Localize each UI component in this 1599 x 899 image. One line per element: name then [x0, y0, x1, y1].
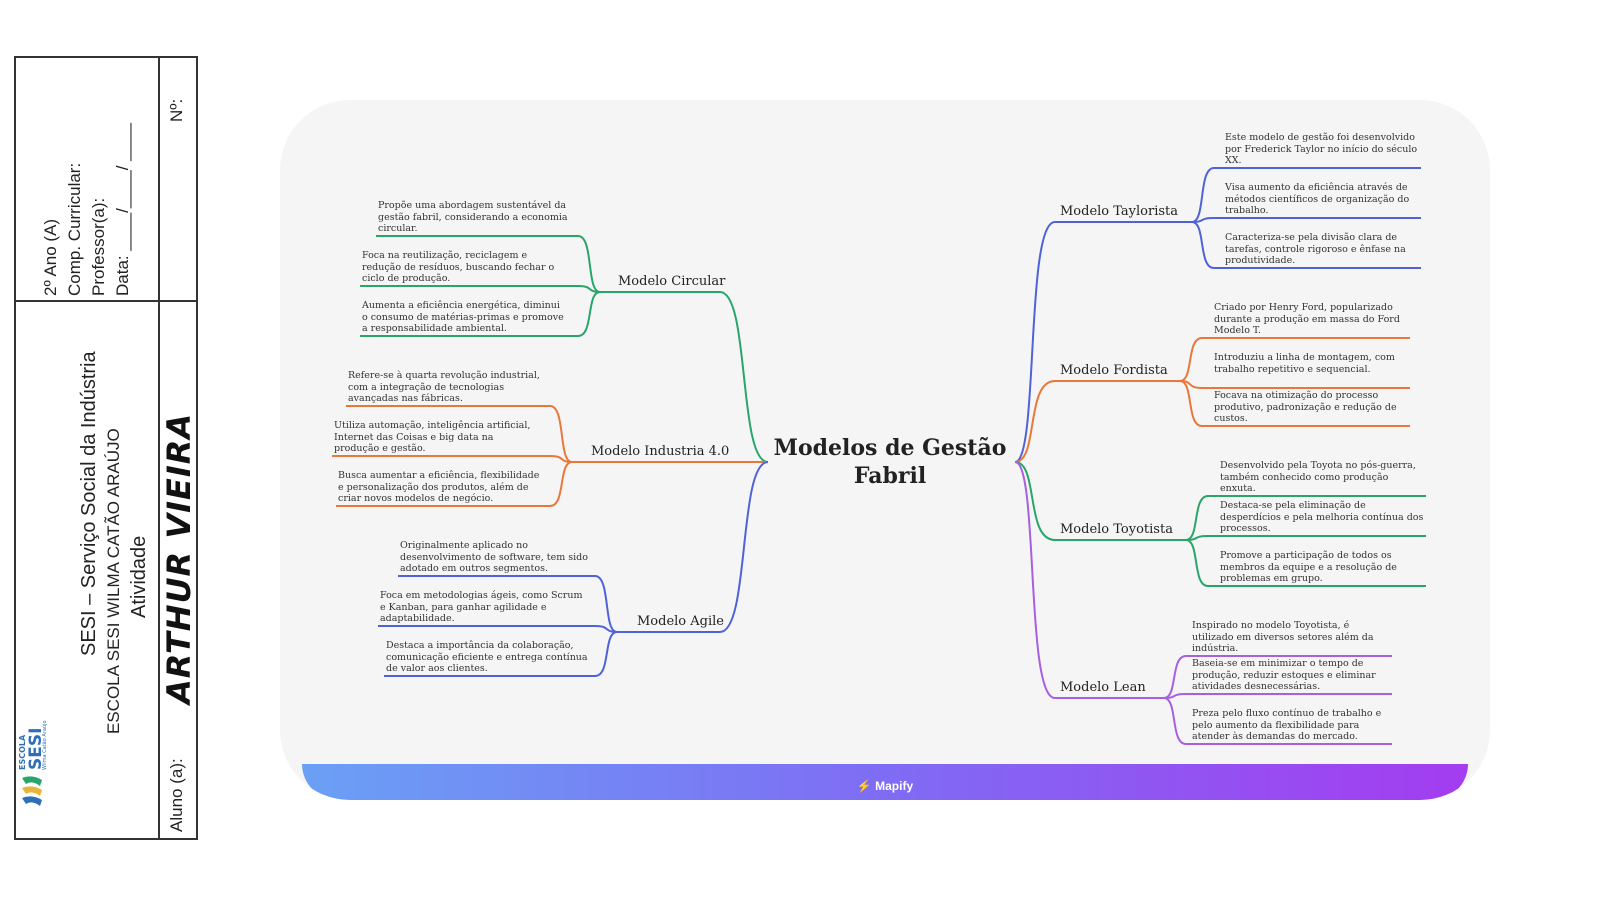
leaf-connector: [398, 575, 618, 633]
subject-text: Comp. Curricular:: [65, 162, 84, 296]
leaf-connector: [1179, 380, 1410, 389]
leaf-connector: [1163, 693, 1392, 699]
leaf-connector: [1191, 221, 1421, 269]
logo-sub: Wilma Catão Araújo: [42, 720, 48, 770]
leaf-text: Foca na reutilização, reciclagem e reduç…: [362, 250, 555, 284]
course-info-box: [14, 56, 160, 302]
leaf-text: Este modelo de gestão foi desenvolvido p…: [1225, 132, 1418, 166]
leaf-text: Foca em metodologias ágeis, como Scrum e…: [380, 590, 583, 624]
leaf-text: Baseia-se em minimizar o tempo de produç…: [1192, 658, 1376, 692]
leaf-text: Refere-se à quarta revolução industrial,…: [348, 370, 540, 404]
date-text: Data: ____/____/ ____: [113, 123, 132, 296]
activity-title: Atividade: [128, 535, 150, 618]
leaf-connector: [378, 625, 618, 633]
mindmap-card: Modelos de Gestão Fabril Modelo Circular…: [280, 100, 1490, 800]
year-text: 2º Ano (A): [41, 218, 60, 296]
branch-label: Modelo Circular: [618, 274, 726, 289]
mindmap-connectors: [332, 167, 1426, 745]
leaf-text: Utiliza automação, inteligência artifici…: [334, 420, 531, 454]
branch-connector: [600, 291, 769, 463]
number-label: Nº:: [167, 98, 186, 122]
branch-connector: [1014, 461, 1186, 541]
leaf-connector: [1191, 167, 1421, 223]
leaf-text: Busca aumentar a eficiência, flexibilida…: [338, 470, 540, 504]
leaf-text: Desenvolvido pela Toyota no pós-guerra, …: [1220, 460, 1416, 494]
branch-label: Modelo Agile: [637, 614, 724, 629]
leaf-text: Destaca a importância da colaboração, co…: [386, 640, 588, 674]
branch-label: Modelo Industria 4.0: [591, 444, 730, 459]
leaf-connector: [1185, 495, 1426, 541]
branch-connector: [1014, 380, 1180, 463]
leaf-text: Inspirado no modelo Toyotista, é utiliza…: [1192, 620, 1374, 654]
number-box: [158, 56, 198, 302]
leaf-text: Aumenta a eficiência energética, diminui…: [362, 300, 564, 334]
leaf-connector: [1185, 539, 1426, 587]
leaf-connector: [1179, 380, 1410, 427]
branch-label: Modelo Fordista: [1060, 363, 1168, 378]
leaf-connector: [360, 291, 601, 337]
central-topic: Modelos de Gestão Fabril: [770, 434, 1010, 490]
leaf-connector: [346, 405, 573, 463]
leaf-text: Criado por Henry Ford, popularizado dura…: [1214, 302, 1400, 336]
central-topic-line1: Modelos de Gestão: [773, 435, 1007, 461]
footer-bar: ⚡ Mapify: [302, 764, 1468, 800]
teacher-text: Professor(a):: [89, 197, 108, 296]
student-box: [158, 300, 198, 840]
branch-label: Modelo Taylorista: [1060, 204, 1179, 219]
branch-label: Modelo Toyotista: [1060, 522, 1173, 537]
leaf-text: Preza pelo fluxo contínuo de trabalho e …: [1192, 708, 1382, 742]
leaf-connector: [332, 455, 573, 463]
school-name: SESI – Serviço Social da Indústria: [78, 351, 100, 656]
leaf-connector: [1163, 697, 1392, 745]
mapify-brand: ⚡ Mapify: [856, 779, 914, 793]
leaf-connector: [1191, 217, 1421, 223]
leaf-connector: [384, 631, 618, 677]
student-name: ARTHUR VIEIRA: [160, 412, 198, 704]
leaf-text: Introduziu a linha de montagem, com trab…: [1214, 352, 1395, 375]
leaf-connector: [1185, 535, 1426, 541]
leaf-text: Propõe uma abordagem sustentável da gest…: [378, 200, 568, 234]
school-unit: ESCOLA SESI WILMA CATÃO ARAÚJO: [104, 428, 123, 734]
leaf-text: Destaca-se pela eliminação de desperdíci…: [1220, 500, 1424, 534]
leaf-text: Originalmente aplicado no desenvolviment…: [400, 540, 588, 574]
student-label: Aluno (a):: [167, 758, 186, 832]
branch-label: Modelo Lean: [1060, 680, 1146, 695]
leaf-text: Focava na otimização do processo produti…: [1214, 390, 1397, 424]
branch-connector: [617, 461, 769, 633]
leaf-connector: [336, 461, 573, 507]
leaf-connector: [1163, 655, 1392, 699]
branch-connector: [1014, 461, 1164, 699]
leaf-text: Visa aumento da eficiência através de mé…: [1225, 182, 1410, 216]
central-topic-line2: Fabril: [853, 463, 927, 489]
leaf-text: Caracteriza-se pela divisão clara de tar…: [1225, 232, 1406, 266]
leaf-text: Promove a participação de todos os membr…: [1220, 550, 1397, 584]
branch-connector: [1014, 221, 1192, 463]
leaf-connector: [376, 235, 601, 293]
leaf-connector: [1179, 337, 1410, 382]
leaf-connector: [360, 285, 601, 293]
